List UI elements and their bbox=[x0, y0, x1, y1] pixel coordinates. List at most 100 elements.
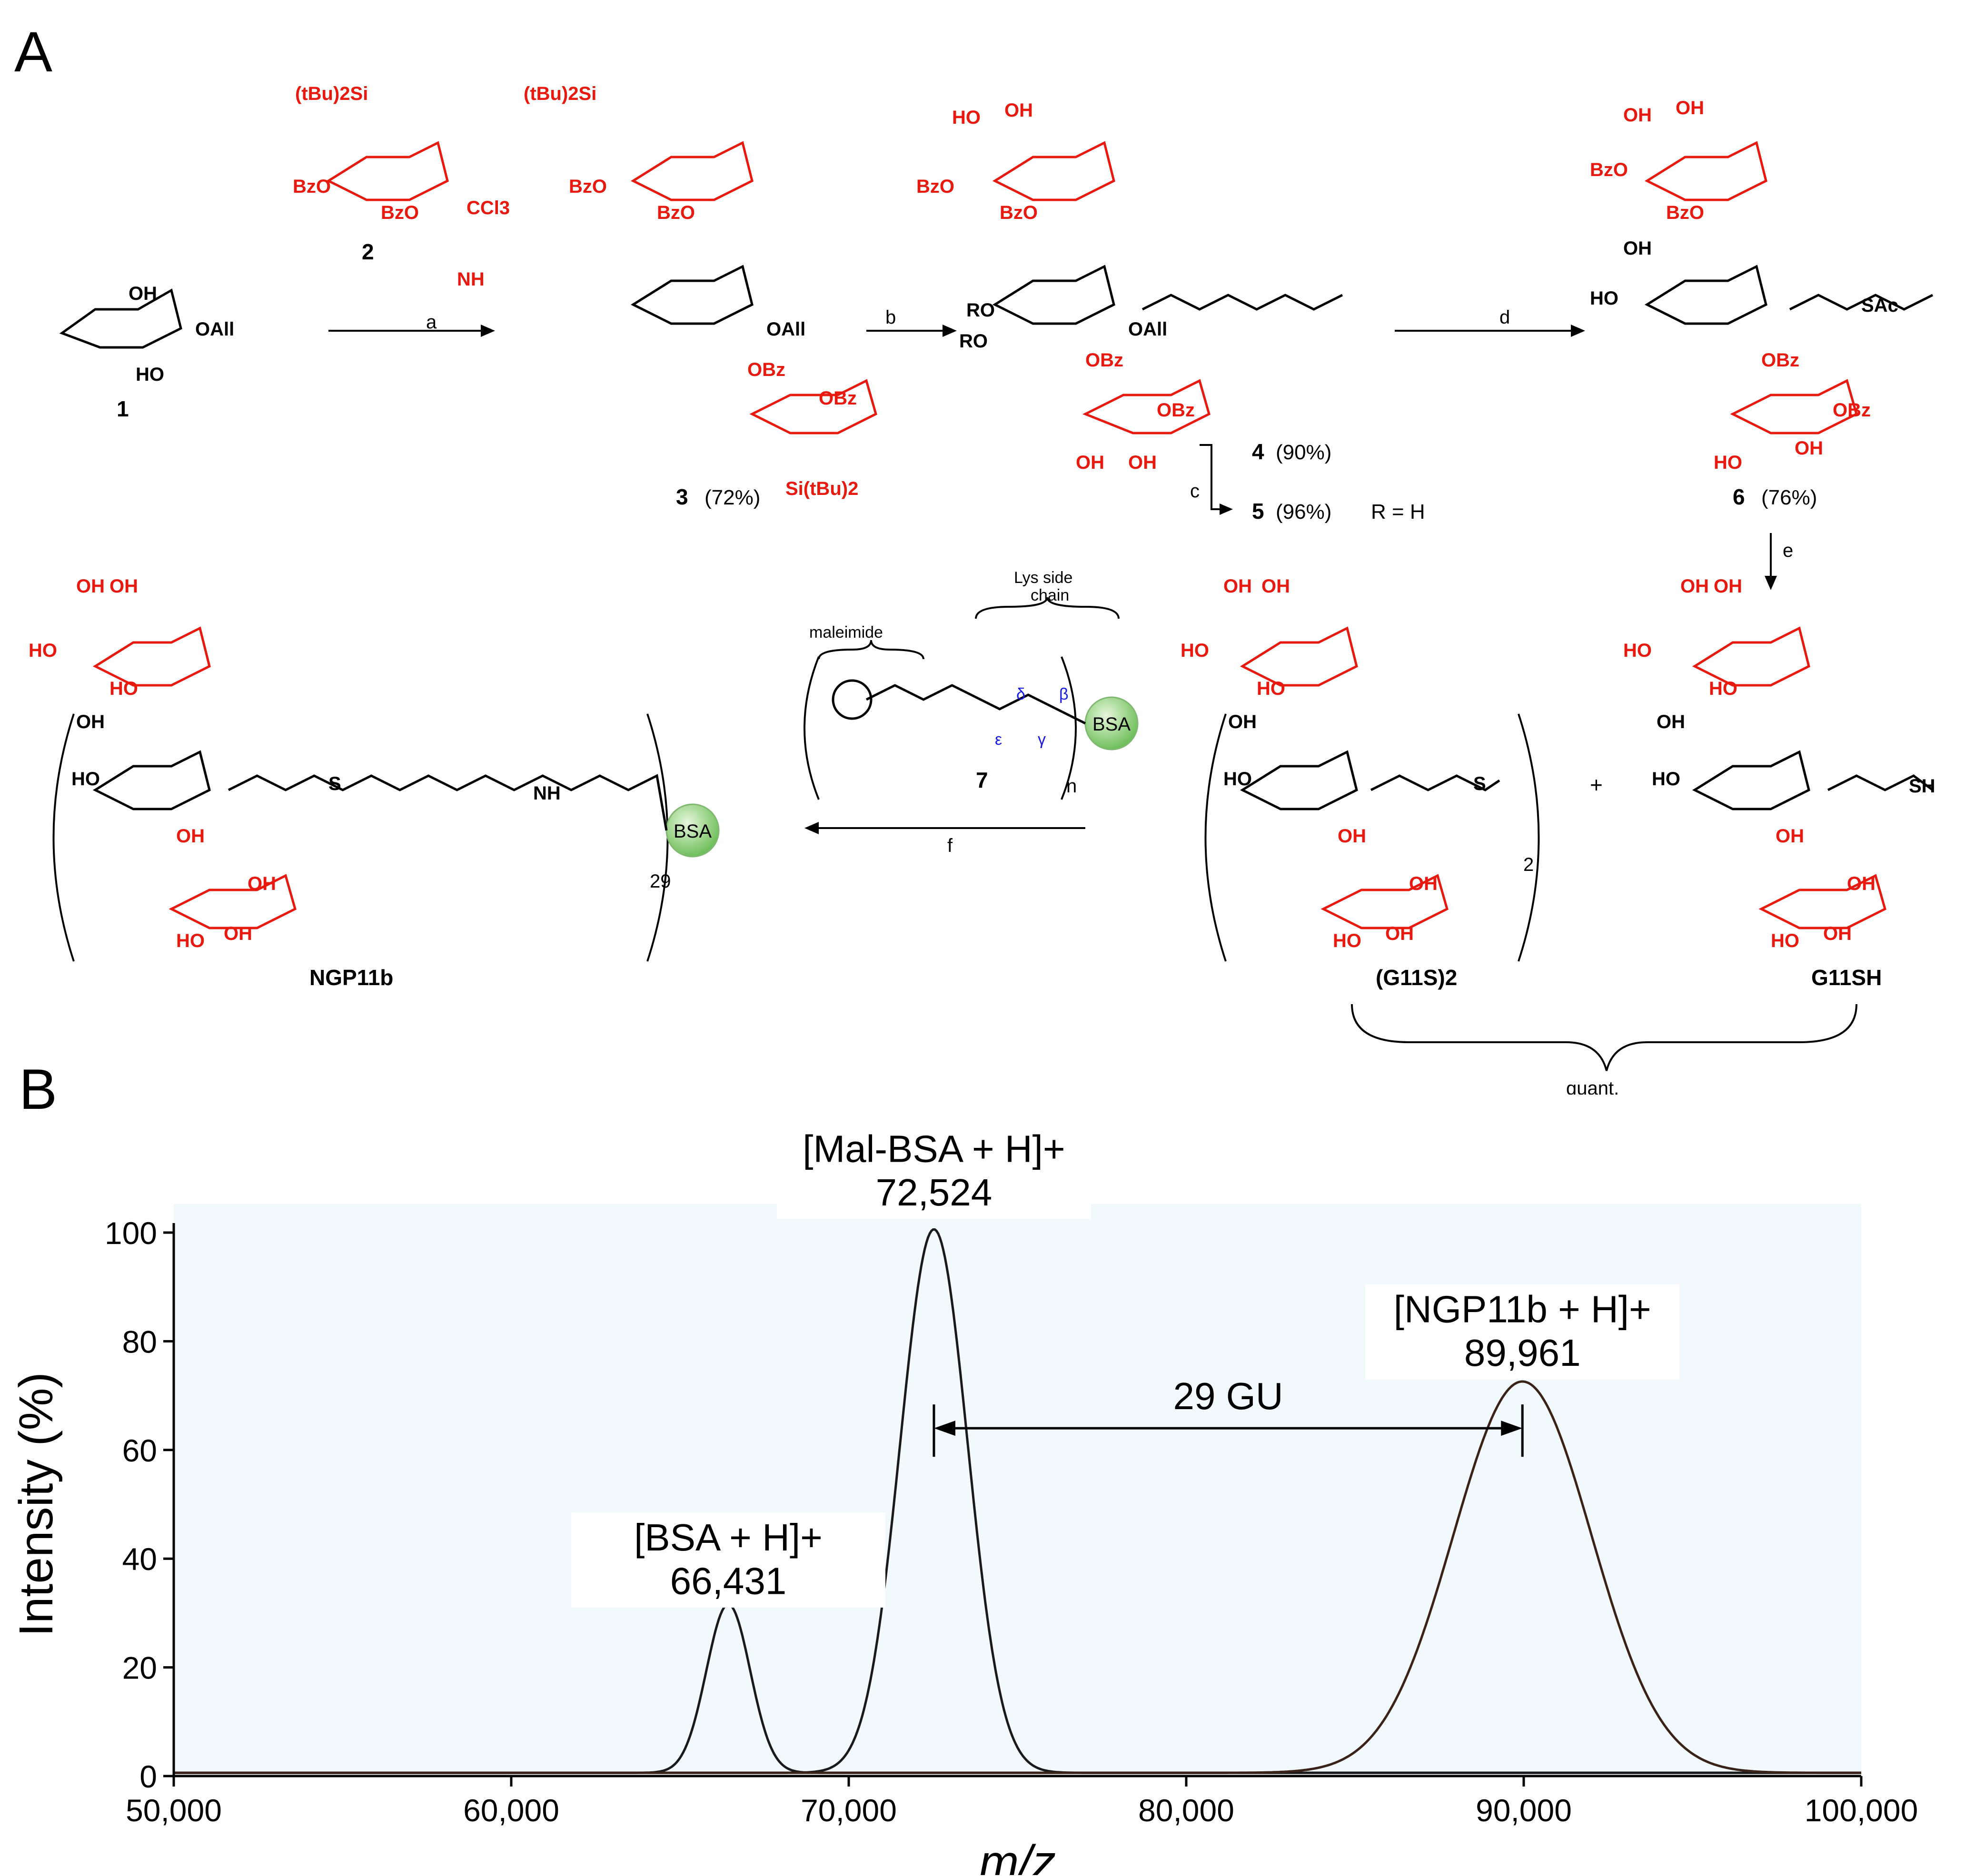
mass-spectrum-chart: 29 GU [BSA + H]+66,431[Mal-BSA + H]+72,5… bbox=[10, 1124, 1918, 1875]
plus-sign: + bbox=[1590, 772, 1603, 797]
oh-label-6a: OH bbox=[1623, 105, 1652, 126]
compound-6-label: 6 bbox=[1733, 484, 1745, 509]
oh-label-gsh-b: OH bbox=[1714, 576, 1742, 597]
obz-label-4a: OBz bbox=[1085, 350, 1123, 371]
obz-label-4b: OBz bbox=[1157, 400, 1195, 421]
obz-label-3b: OBz bbox=[819, 388, 857, 409]
ho-label-ngp-a: HO bbox=[29, 640, 57, 661]
spectrum-series bbox=[174, 1228, 1861, 1774]
peak-ion-label-3: [NGP11b + H]+ bbox=[1394, 1288, 1651, 1330]
panel-b-label: B bbox=[19, 1057, 58, 1121]
ho-label-gsh-b: HO bbox=[1709, 678, 1737, 699]
oh-label-6-mid: OH bbox=[1623, 238, 1652, 259]
sac-label: SAc bbox=[1861, 295, 1898, 316]
panel-a-label: A bbox=[14, 20, 53, 84]
oh-label: OH bbox=[129, 283, 157, 304]
bzo-label-6b: BzO bbox=[1666, 202, 1704, 223]
compound-6-yield: (76%) bbox=[1761, 486, 1817, 509]
oh-label-gsh-mid: OH bbox=[1657, 711, 1685, 732]
y-tick-label-4: 80 bbox=[122, 1324, 157, 1359]
oh-label-4: OH bbox=[1004, 100, 1033, 121]
nh-label-ngp: NH bbox=[533, 783, 561, 804]
oh-label-ngp-b: OH bbox=[109, 576, 138, 597]
oh-label-g2-mid: OH bbox=[1228, 711, 1257, 732]
compound-4-label: 4 bbox=[1252, 439, 1264, 464]
step-e-label: e bbox=[1783, 540, 1793, 561]
synthesis-scheme: OAll OH HO 1 2 a OAll 3 (72%) b RO RO OA… bbox=[29, 83, 1935, 1095]
compound-7-label: 7 bbox=[976, 768, 988, 792]
oh-label-6c: OH bbox=[1795, 438, 1823, 459]
bzo-label-2b: BzO bbox=[381, 202, 419, 223]
step-b-label: b bbox=[885, 307, 896, 328]
oh-label-g2-b: OH bbox=[1261, 576, 1290, 597]
g11s2-label: (G11S)2 bbox=[1376, 965, 1457, 990]
ho-label-ngp-b: HO bbox=[109, 678, 138, 699]
y-tick-label-5: 100 bbox=[105, 1215, 157, 1251]
maleimide-label: maleimide bbox=[809, 623, 883, 642]
oall-label-4: OAll bbox=[1128, 319, 1167, 340]
delta-label: δ bbox=[1016, 685, 1025, 703]
ho-label-g2-mid: HO bbox=[1223, 769, 1252, 790]
oh-label-g2-d: OH bbox=[1409, 873, 1438, 894]
peak-mz-label-2: 72,524 bbox=[876, 1171, 992, 1214]
spectrum-series-3 bbox=[174, 1380, 1861, 1774]
oh-label-4c: OH bbox=[1076, 452, 1104, 473]
ro-label-bottom: RO bbox=[959, 331, 988, 352]
nh-label-2: NH bbox=[457, 269, 485, 290]
ho-label-ngp-mid: HO bbox=[71, 769, 100, 790]
ho-label-6-mid: HO bbox=[1590, 288, 1618, 309]
compound-3-yield: (72%) bbox=[705, 486, 760, 509]
x-tick-label-3: 80,000 bbox=[1138, 1793, 1234, 1828]
bzo-label-3a: BzO bbox=[569, 176, 607, 197]
beta-label: β bbox=[1059, 685, 1069, 703]
gap-annotation: 29 GU bbox=[933, 1375, 1524, 1457]
compound-2-label: 2 bbox=[362, 239, 374, 264]
peak-label-bg-1 bbox=[571, 1512, 885, 1608]
gap-arrowhead-right bbox=[1501, 1421, 1523, 1436]
ho-label-4: HO bbox=[952, 107, 981, 128]
s-label-ngp: S bbox=[328, 773, 341, 794]
peak-label-bg-3 bbox=[1365, 1284, 1680, 1380]
oh-label-ngp-c: OH bbox=[176, 826, 205, 847]
ho-label-g2-a: HO bbox=[1181, 640, 1209, 661]
ngp11b-label: NGP11b bbox=[309, 965, 393, 990]
oh-label-6b: OH bbox=[1676, 98, 1704, 118]
ho-label-6: HO bbox=[1714, 452, 1742, 473]
sub-2: 2 bbox=[1523, 854, 1534, 875]
x-tick-label-4: 90,000 bbox=[1476, 1793, 1572, 1828]
tbu2si-label-2: (tBu)2Si bbox=[295, 83, 368, 104]
x-tick-label-1: 60,000 bbox=[463, 1793, 559, 1828]
r-equals-h-label: R = H bbox=[1371, 500, 1425, 523]
ho-label-gsh-c: HO bbox=[1771, 930, 1799, 951]
compound-1-label: 1 bbox=[117, 396, 129, 421]
bzo-label-4a: BzO bbox=[916, 176, 954, 197]
s-label-g11s2: S bbox=[1473, 773, 1486, 794]
ro-label-top: RO bbox=[966, 300, 995, 321]
oall-label: OAll bbox=[195, 319, 234, 340]
peak-label-bg-2 bbox=[776, 1124, 1091, 1219]
oh-label-ngp-mid: OH bbox=[76, 711, 105, 732]
peak-ion-label-2: [Mal-BSA + H]+ bbox=[803, 1128, 1065, 1170]
obz-label-3a: OBz bbox=[747, 359, 785, 380]
compound-3-label: 3 bbox=[676, 484, 688, 509]
ho-label-g2-c: HO bbox=[1333, 930, 1361, 951]
bzo-label-3b: BzO bbox=[657, 202, 695, 223]
peak-labels: [BSA + H]+66,431[Mal-BSA + H]+72,524[NGP… bbox=[571, 1124, 1680, 1608]
x-tick-label-0: 50,000 bbox=[126, 1793, 222, 1828]
sh-label: SH bbox=[1909, 776, 1935, 797]
gap-29gu-label: 29 GU bbox=[1173, 1375, 1283, 1417]
y-tick-label-0: 0 bbox=[139, 1759, 157, 1794]
compound-5-yield: (96%) bbox=[1276, 500, 1331, 523]
y-tick-label-1: 20 bbox=[122, 1650, 157, 1686]
oh-label-g2-c: OH bbox=[1338, 826, 1366, 847]
oh-label-g2-e: OH bbox=[1385, 923, 1414, 944]
si-tbu2-label-3: Si(tBu)2 bbox=[785, 478, 858, 499]
y-tick-label-2: 40 bbox=[122, 1541, 157, 1577]
gap-arrowhead-left bbox=[933, 1421, 955, 1436]
n-subscript: n bbox=[1066, 776, 1077, 797]
oh-label-gsh-c: OH bbox=[1776, 826, 1804, 847]
step-a-label: a bbox=[426, 312, 437, 333]
bzo-label-4b: BzO bbox=[1000, 202, 1038, 223]
x-axis-label: m/z bbox=[979, 1836, 1056, 1875]
